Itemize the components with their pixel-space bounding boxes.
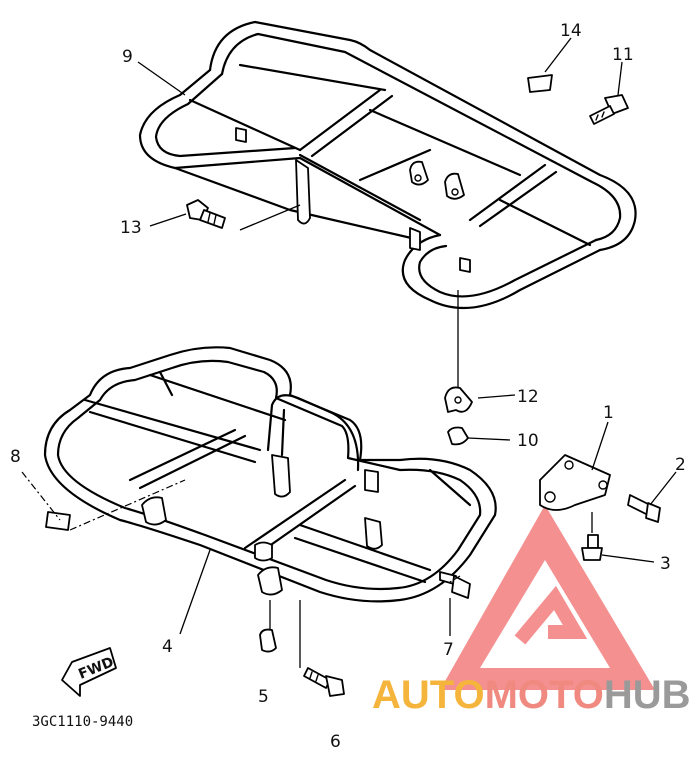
callout-5: 5 <box>258 687 269 707</box>
sticker-14 <box>527 74 553 93</box>
leader-lines <box>21 37 677 668</box>
callout-labels: 1 2 3 4 5 6 7 8 9 10 11 12 13 14 <box>10 21 686 752</box>
callout-2: 2 <box>675 455 686 475</box>
callout-13: 13 <box>120 218 142 238</box>
watermark-part3: HUB <box>604 673 691 717</box>
callout-14: 14 <box>560 21 582 41</box>
bolt-6 <box>303 667 345 697</box>
callout-6: 6 <box>330 732 341 752</box>
callout-9: 9 <box>122 47 133 67</box>
callout-12: 12 <box>517 387 539 407</box>
watermark-triangle-shape <box>440 505 655 690</box>
bracket-1 <box>539 454 611 511</box>
callout-8: 8 <box>10 447 21 467</box>
svg-text:AUTOMOTOHUB: AUTOMOTOHUB <box>372 673 691 717</box>
watermark-part1: AUTO <box>372 673 485 717</box>
watermark-part2: MOTO <box>485 673 604 717</box>
front-carrier-frame <box>43 346 497 603</box>
callout-4: 4 <box>162 637 173 657</box>
fwd-arrow: FWD <box>61 647 117 697</box>
watermark-triangle-hook <box>514 585 588 645</box>
sticker-8 <box>45 511 71 531</box>
callout-7: 7 <box>443 640 454 660</box>
clamp-12 <box>444 386 473 413</box>
bolt-3 <box>581 534 603 561</box>
watermark-wordmark: AUTOMOTOHUB <box>372 673 691 717</box>
bolt-7 <box>439 571 471 599</box>
rear-carrier-frame <box>138 20 637 310</box>
bolt-13 <box>186 199 226 229</box>
callout-1: 1 <box>603 403 614 423</box>
callout-10: 10 <box>517 431 539 451</box>
collar-10 <box>447 426 469 446</box>
callout-11: 11 <box>612 45 634 65</box>
callout-3: 3 <box>660 554 671 574</box>
diagram-code: 3GC1110-9440 <box>32 714 133 730</box>
bolt-2 <box>627 494 661 523</box>
watermark-logo-triangle <box>440 505 655 690</box>
bolt-11 <box>589 94 629 125</box>
collar-5 <box>259 628 277 653</box>
